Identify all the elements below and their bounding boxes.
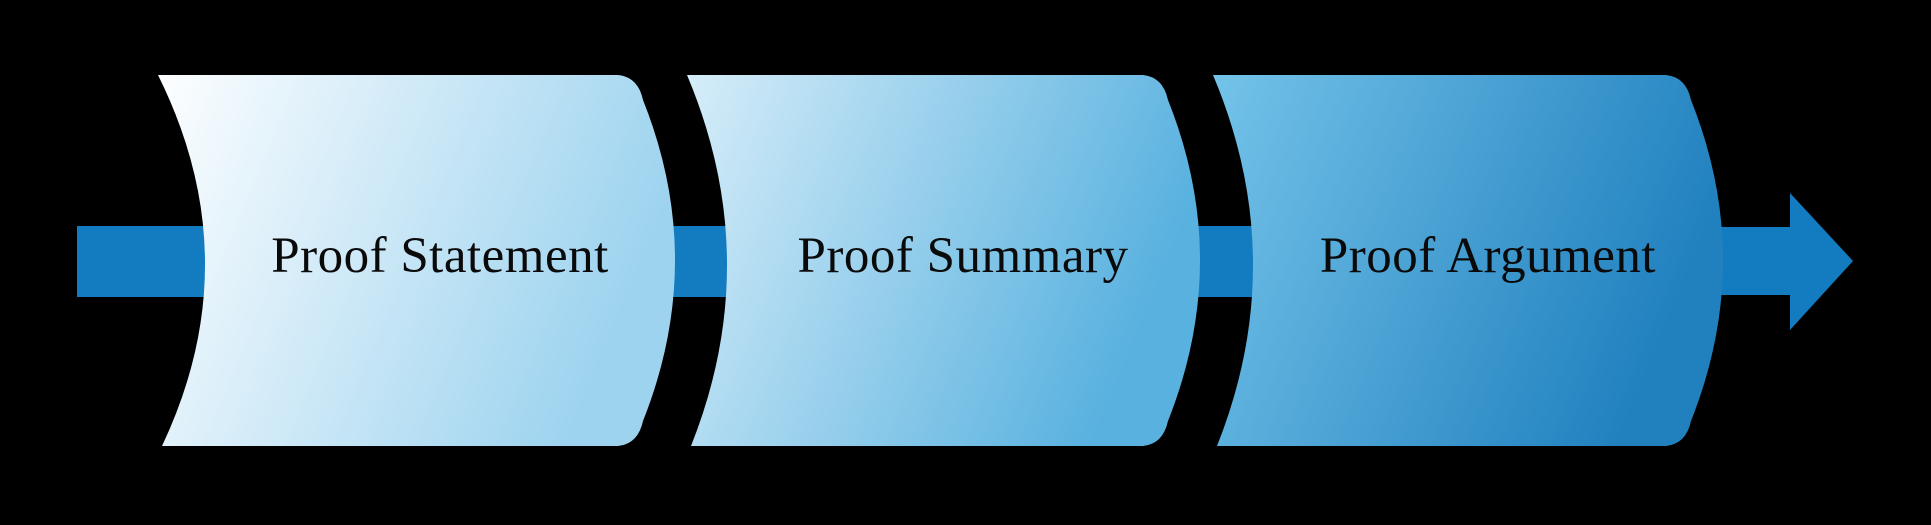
step-2-label: Proof Summary xyxy=(798,228,1129,284)
leading-connector-bar xyxy=(77,226,210,297)
step-1-label: Proof Statement xyxy=(271,228,609,284)
process-step-2-shape xyxy=(687,75,1200,446)
arrow-shaft xyxy=(1718,227,1790,295)
process-step-1-shape xyxy=(158,75,675,446)
connector-bar-1 xyxy=(670,226,732,297)
step-3-label: Proof Argument xyxy=(1320,228,1656,284)
arrow-head xyxy=(1790,193,1853,330)
connector-bar-2 xyxy=(1195,226,1258,297)
process-step-3-shape xyxy=(1213,75,1723,446)
arrow-right-icon xyxy=(1718,193,1853,330)
